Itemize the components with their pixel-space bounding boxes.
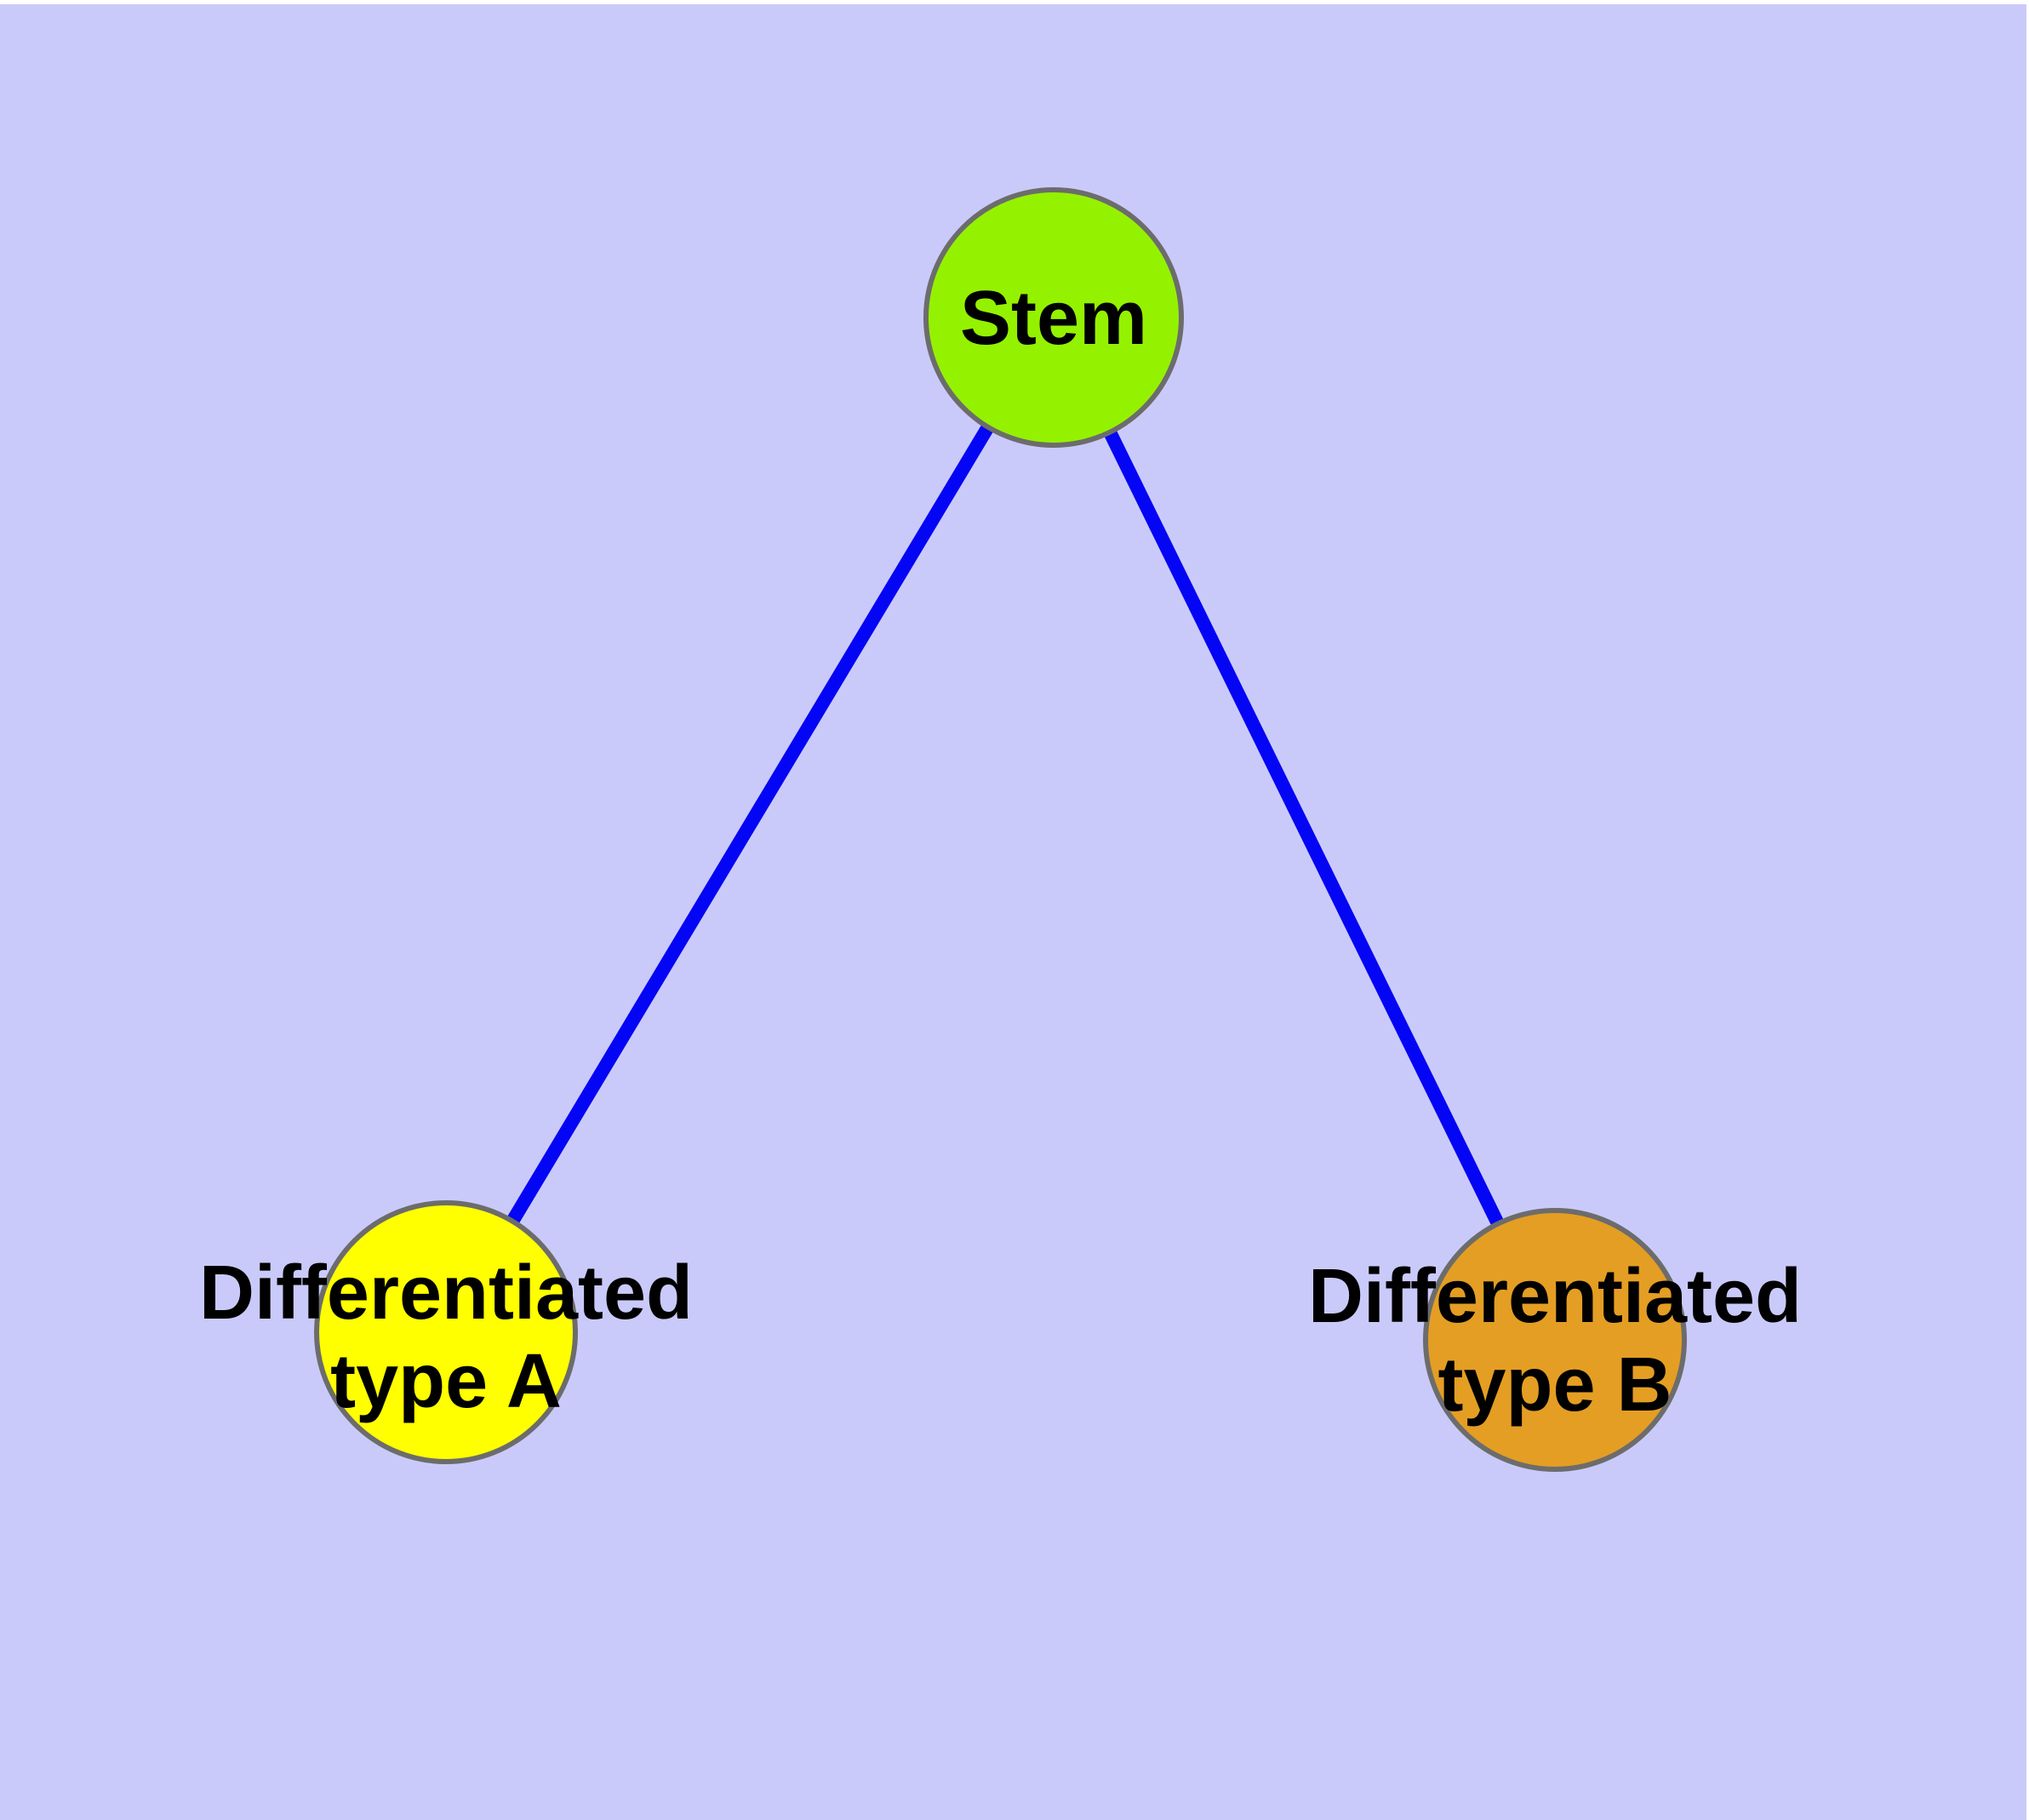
node-typeA-circle <box>314 1200 578 1464</box>
node-stem-circle <box>923 187 1184 448</box>
node-typeA-label-line1: Differentiated <box>199 1251 693 1336</box>
edge-stem-to-typeB <box>1047 314 1562 1343</box>
node-typeB-label-line2: type B <box>1437 1342 1672 1428</box>
node-stem-label: Stem <box>960 276 1147 361</box>
node-typeA-label-line2: type A <box>330 1339 562 1424</box>
edge-stem-to-typeA <box>440 313 1060 1336</box>
node-typeB-label-line1: Differentiated <box>1308 1254 1802 1339</box>
node-typeB-circle <box>1423 1208 1687 1472</box>
